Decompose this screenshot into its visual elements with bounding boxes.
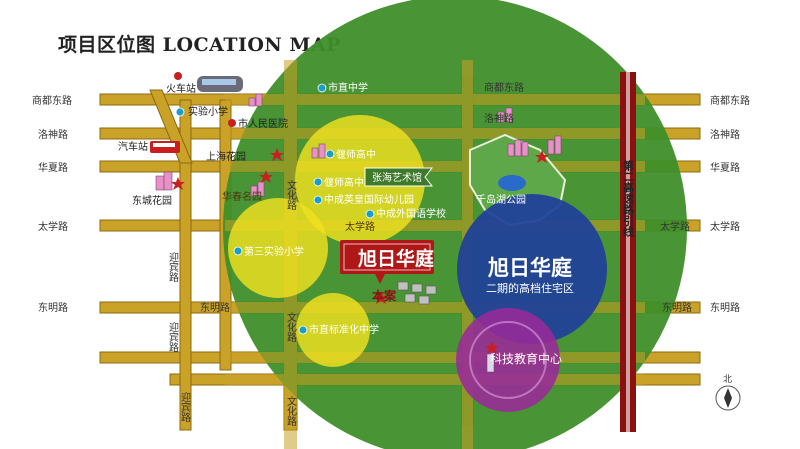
expressway-label: 第二高速路引线 xyxy=(622,159,635,238)
expressway xyxy=(620,72,636,432)
road-label-shangdu-top: 商都东路 xyxy=(484,81,524,94)
road-label-luoshen-left: 洛神路 xyxy=(38,128,68,141)
phase2-name: 旭日华庭 xyxy=(487,256,572,280)
tech-zone xyxy=(456,308,560,412)
poi-third-primary: 第三实验小学 xyxy=(244,245,304,258)
compass-north-label: 北 xyxy=(723,374,732,385)
road-label-taixue-left: 太学路 xyxy=(38,220,68,233)
yellow-zone-west xyxy=(228,198,328,298)
road-label-taixue-inner: 太学路 xyxy=(345,220,375,233)
train-marker xyxy=(174,72,182,80)
poi-bus-station: 汽车站 xyxy=(118,140,148,153)
poi-qiandao-park: 千岛湖公园 xyxy=(476,193,526,206)
road-label-shangdu-right: 商都东路 xyxy=(710,94,750,107)
phase2-subtitle: 二期的高档住宅区 xyxy=(486,281,574,295)
road-label-yingbin-2: 迎宾路 xyxy=(167,322,179,353)
poi-shiyan-primary: 实验小学 xyxy=(188,105,228,118)
road-label-luoshen-top: 洛神路 xyxy=(484,112,514,125)
poi-shanghai-garden: 上海花园 xyxy=(206,150,246,163)
poi-peoples-hospital: 市人民医院 xyxy=(238,117,288,130)
road-label-dongming-inner: 东明路 xyxy=(200,301,230,314)
project-name: 旭日华庭 xyxy=(357,247,434,270)
poi-dongcheng-garden: 东城花园 xyxy=(132,194,172,207)
road-label-yingbin-3: 迎宾路 xyxy=(179,392,191,423)
hospital-marker xyxy=(228,119,236,127)
road-label-shangdu-left: 商都东路 xyxy=(32,94,72,107)
school-markers xyxy=(175,83,375,335)
road-label-huaxia-right: 华夏路 xyxy=(710,161,740,174)
project-callout xyxy=(340,240,434,284)
road-label-luoshen-right: 洛神路 xyxy=(710,128,740,141)
lake xyxy=(498,175,526,191)
road-label-wenhua-1: 文化路 xyxy=(285,179,297,211)
poi-zhanghai-art: 张海艺术馆 xyxy=(372,171,422,184)
road-label-huaxia-left: 华夏路 xyxy=(38,161,68,174)
project-blocks xyxy=(397,281,437,305)
poi-train-station: 火车站 xyxy=(166,82,196,95)
map-title: 项目区位图 LOCATION MAP xyxy=(58,34,341,56)
tech-center-label: 科技教育中心 xyxy=(490,351,562,366)
yellow-zone-north xyxy=(295,115,425,245)
project-case-label: 本案 xyxy=(372,288,397,303)
building-icons xyxy=(155,93,562,373)
star-markers xyxy=(171,148,549,354)
road-label-yingbin-1: 迎宾路 xyxy=(167,252,179,283)
road-label-wenhua-3: 文化路 xyxy=(285,395,297,427)
road-label-dongming-mid: 东明路 xyxy=(662,301,692,314)
train-icon xyxy=(197,76,243,92)
yellow-zone-south xyxy=(296,293,370,367)
road-label-taixue-mid: 太学路 xyxy=(660,220,690,233)
road-label-taixue-right: 太学路 xyxy=(710,220,740,233)
poi-xinchun-garden: 华春名园 xyxy=(222,190,262,203)
road-label-wenhua-2: 文化路 xyxy=(285,311,297,343)
phase2-zone xyxy=(457,194,607,344)
art-museum-banner xyxy=(364,167,434,187)
poi-kindergarten: 中成英皇国际幼儿园 xyxy=(324,193,414,206)
road-label-dongming-right: 东明路 xyxy=(710,301,740,314)
poi-foreign-school: 中成外国语学校 xyxy=(376,207,446,220)
poi-city-standard-middle-1: 市直标准化中学 xyxy=(309,323,379,336)
poi-city-middle-school: 市直中学 xyxy=(328,81,368,94)
compass-icon: 北 xyxy=(715,374,741,411)
poi-yanshi-high-1: 偃师高中 xyxy=(336,148,376,161)
poi-yanshi-high-2: 偃师高中 xyxy=(324,176,364,189)
bus-icon xyxy=(150,141,180,153)
road-label-dongming-left: 东明路 xyxy=(38,301,68,314)
